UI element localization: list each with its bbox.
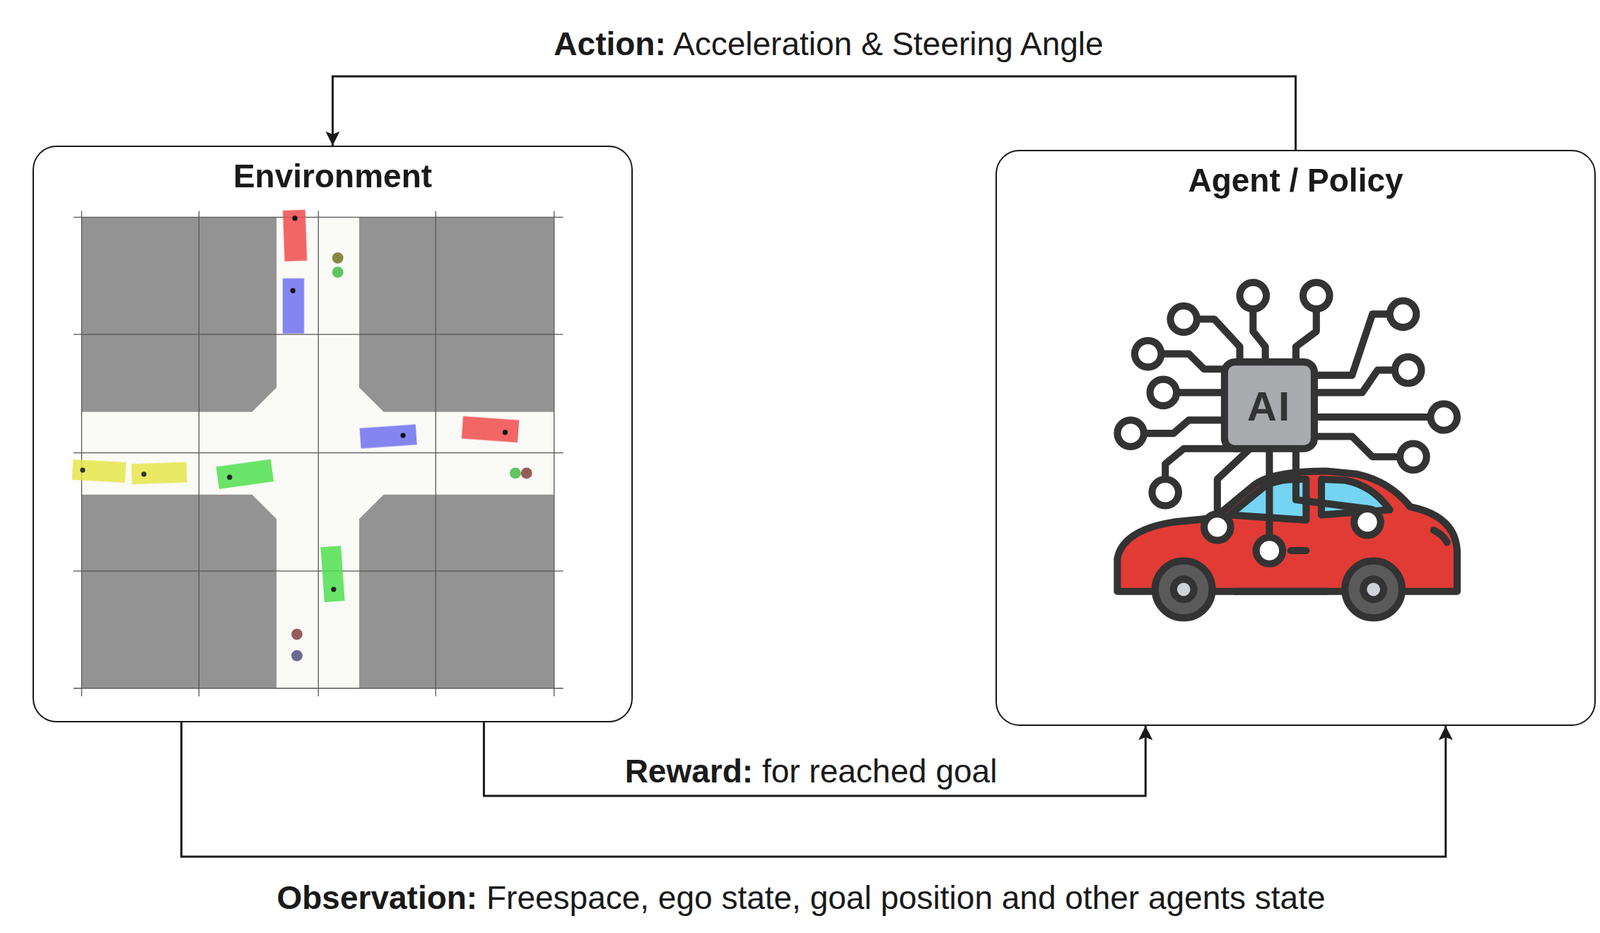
panel-box: Agent / Policy: [995, 149, 1596, 727]
flow-arrow: [181, 722, 1446, 857]
edge-label: Action: Acceleration & Steering Angle: [549, 24, 1108, 63]
ai-car-icon: [1117, 282, 1458, 619]
panel-box: Environment: [32, 145, 633, 723]
intersection-map: [72, 209, 564, 698]
flow-arrow: [483, 722, 1146, 797]
flow-arrow: [333, 76, 1296, 150]
edge-label: Observation: Freespace, ego state, goal …: [272, 878, 1330, 918]
edge-label: Reward: for reached goal: [620, 752, 1002, 791]
panel-title: Environment: [33, 156, 632, 196]
chip-label: AI: [1247, 382, 1292, 430]
panel-title: Agent / Policy: [996, 161, 1595, 200]
